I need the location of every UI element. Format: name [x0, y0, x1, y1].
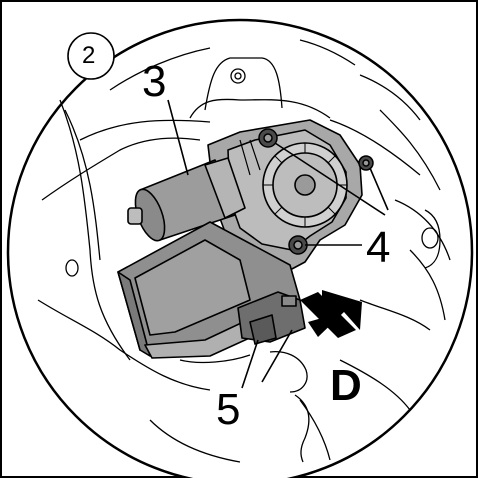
- leader-connector-a: [241, 339, 259, 389]
- gear-teeth: [263, 143, 347, 227]
- callout-view-arrow: D: [330, 361, 362, 410]
- callout-screws: 4: [366, 223, 391, 272]
- view-number-circle: [67, 32, 115, 80]
- leader-connector-b: [261, 329, 293, 383]
- panel-holes: [65, 68, 439, 277]
- door-panel-contours: [37, 39, 451, 463]
- connector-block: [237, 291, 306, 345]
- leader-screw-b: [369, 167, 389, 211]
- leader-screw-a: [274, 142, 386, 216]
- screws: [258, 128, 374, 255]
- gearbox-housing: [207, 119, 363, 271]
- motor-cylinder: [127, 157, 246, 242]
- view-number-label: 2: [82, 42, 96, 69]
- leader-motor: [167, 99, 189, 176]
- leader-lines: [167, 99, 389, 389]
- callout-connector: 5: [216, 385, 241, 434]
- view-arrow-shaft: [300, 292, 356, 338]
- callout-motor: 3: [142, 57, 167, 106]
